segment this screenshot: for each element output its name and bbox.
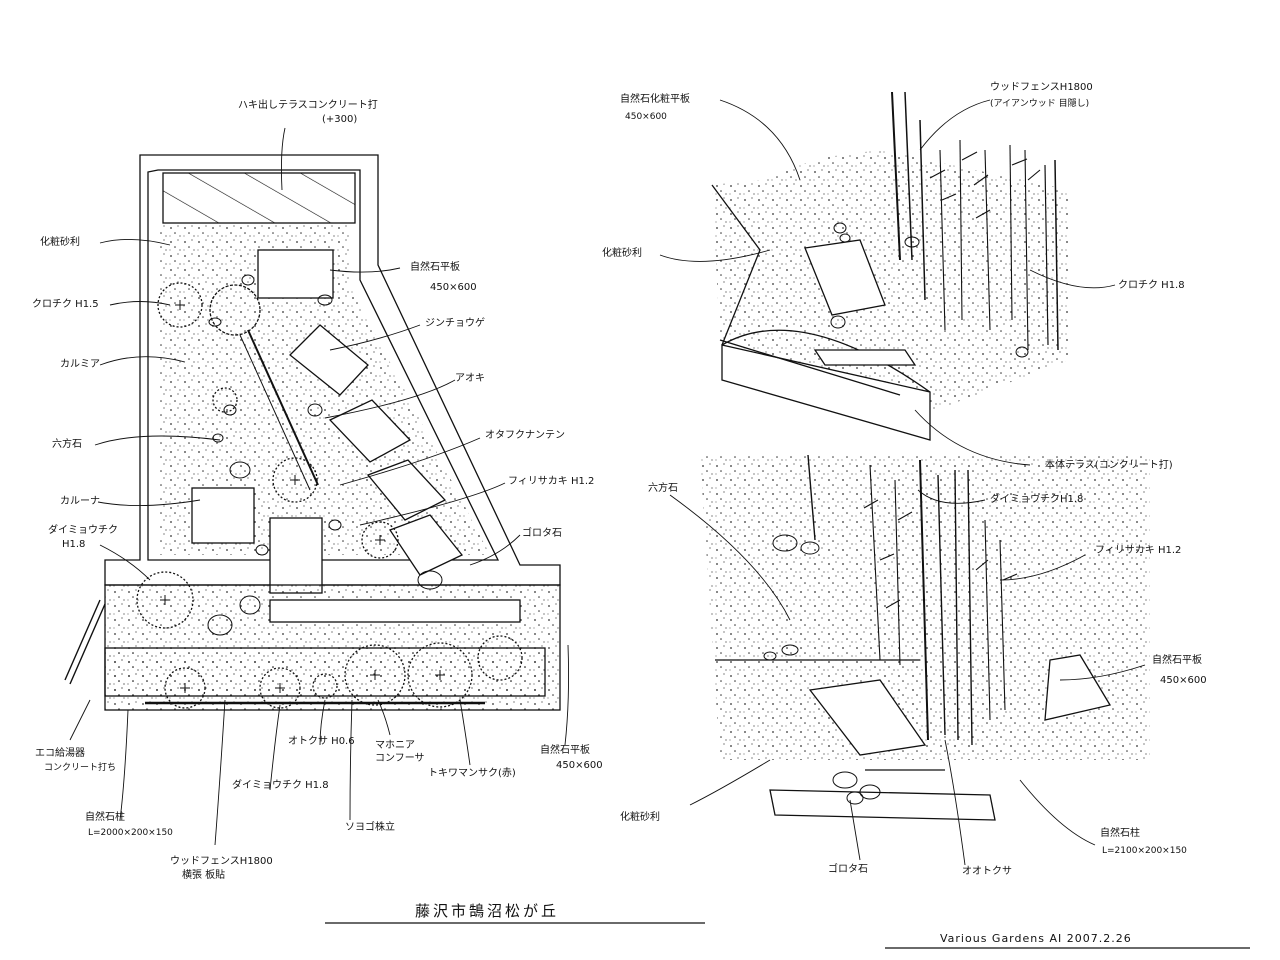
plan-pebbles	[207, 274, 443, 636]
bottom-label-stone-pillar: 自然石柱	[1100, 828, 1140, 839]
plan-label-tokiwamansaku: トキワマンサク(赤)	[428, 768, 516, 779]
plan-label-mahonia: マホニア	[375, 740, 415, 751]
plan-label-stone-pillar: 自然石柱	[85, 812, 125, 823]
plan-slab-2	[289, 324, 369, 396]
plan-plant-7	[272, 457, 318, 503]
plan-path-strip	[269, 599, 521, 623]
bottom-iso-bamboo	[863, 464, 1018, 721]
plan-label-otafukunanten: オタフクナンテン	[485, 430, 565, 441]
plan-label-sayogo: ソヨゴ株立	[345, 822, 395, 833]
plan-view	[64, 154, 561, 711]
top-iso-view	[711, 91, 1070, 441]
bottom-iso-slab-right	[1044, 654, 1112, 721]
plan-label-daimyochiku: ダイミョウチク	[48, 525, 118, 536]
plan-plant-daimyochiku	[136, 571, 194, 629]
bottom-iso-slab-center	[808, 679, 927, 756]
plan-label-eco-heater-sub: コンクリート打ち	[44, 763, 117, 773]
top-iso-pebbles	[830, 222, 1029, 358]
top-label-gravel: 化粧砂利	[602, 248, 642, 259]
top-label-terrace: 本体テラス(コンクリート打)	[1045, 460, 1173, 471]
plan-label-eco-heater: エコ給湯器	[35, 748, 85, 759]
plan-label-firisakaki: フィリサカキ H1.2	[508, 476, 595, 487]
plan-label-stone-slab-right: 自然石平板	[540, 745, 590, 756]
plan-label-aoki: アオキ	[455, 373, 485, 384]
plan-label-kurochiku: クロチク H1.5	[32, 299, 99, 310]
bottom-label-firisakaki: フィリサカキ H1.2	[1095, 545, 1182, 556]
plan-label-stone-pillar-size: L=2000×200×150	[88, 828, 173, 838]
plan-slab-4	[366, 459, 447, 521]
plan-plant-9	[212, 387, 238, 413]
plan-plant-kalmia	[209, 284, 261, 336]
bottom-label-daimyochiku: ダイミョウチクH1.8	[990, 494, 1084, 505]
bottom-label-rokuhoseki: 六方石	[648, 483, 678, 494]
plan-plant-6	[477, 635, 523, 681]
bottom-label-stone-pillar-size: L=2100×200×150	[1102, 846, 1187, 856]
plan-plant-4	[344, 644, 406, 706]
plan-plant-2	[259, 667, 301, 709]
plan-inner-wall	[147, 169, 500, 561]
top-iso-slab-1	[804, 239, 886, 316]
plan-label-daimyochiku-2: ダイミョウチク H1.8	[232, 780, 329, 791]
plan-gravel-strip	[104, 647, 546, 697]
plan-leader-lines	[69, 127, 570, 846]
plan-label-karuna: カルーナ	[60, 496, 100, 507]
plan-slab-3	[328, 399, 412, 463]
bottom-label-ootokusa: オオトクサ	[962, 866, 1012, 877]
plan-outer-wall	[104, 154, 561, 586]
plan-label-terrace-height: (+300)	[322, 114, 358, 125]
top-label-wood-fence: ウッドフェンスH1800	[990, 82, 1093, 93]
top-label-stone-slab-size: 450×600	[625, 112, 667, 122]
top-iso-terrace	[721, 344, 931, 441]
plan-label-mahonia-sub: コンフーサ	[375, 753, 425, 764]
bottom-iso-pebbles	[763, 534, 881, 805]
plan-label-rokuhoseki: 六方石	[52, 439, 82, 450]
plan-label-kalmia: カルミア	[60, 359, 100, 370]
sheet-title: 藤沢市鵠沼松が丘	[415, 902, 560, 920]
top-iso-bamboo	[929, 139, 1041, 351]
bottom-label-gravel: 化粧砂利	[620, 812, 660, 823]
plan-plant-5	[407, 642, 473, 708]
bottom-label-stone-slab-size: 450×600	[1160, 675, 1207, 686]
plan-label-otokusa: オトクサ H0.6	[288, 736, 355, 747]
plan-plant-markers	[160, 300, 445, 693]
plan-label-wood-fence: ウッドフェンスH1800	[170, 856, 273, 867]
bottom-label-stone-slab: 自然石平板	[1152, 655, 1202, 666]
bottom-label-gorota: ゴロタ石	[828, 864, 868, 875]
bottom-iso-leader-lines	[669, 489, 1146, 866]
plan-label-gorota: ゴロタ石	[522, 528, 562, 539]
plan-plant-kurochiku	[157, 282, 203, 328]
plan-slab-1	[257, 249, 334, 299]
plan-slab-5	[389, 514, 464, 576]
plan-plant-8	[361, 521, 399, 559]
plan-label-daimyochiku-h: H1.8	[62, 539, 86, 550]
plan-plant-3	[312, 673, 338, 699]
plan-slab-6	[191, 487, 255, 544]
plan-label-terrace: ハキ出しテラスコンクリート打	[238, 100, 378, 111]
plan-label-stone-slab-size: 450×600	[430, 282, 477, 293]
top-label-stone-slab: 自然石化粧平板	[620, 94, 690, 105]
sheet-signature: Various Gardens AI 2007.2.26	[940, 932, 1132, 945]
top-label-wood-fence-sub: (アイアンウッド 目隠し)	[990, 99, 1090, 109]
bottom-iso-view	[700, 454, 1150, 821]
plan-label-stone-slab: 自然石平板	[410, 262, 460, 273]
top-iso-slab-2	[813, 349, 917, 366]
plan-label-jinchouge: ジンチョウゲ	[425, 318, 485, 329]
plan-label-wood-fence-sub: 横張 板貼	[182, 870, 226, 881]
plan-slab-7	[269, 517, 323, 594]
plan-label-stone-slab-right-size: 450×600	[556, 760, 603, 771]
plan-label-gravel: 化粧砂利	[40, 237, 80, 248]
plan-plant-1	[164, 667, 206, 709]
top-label-kurochiku: クロチク H1.8	[1118, 280, 1185, 291]
plan-terrace-hatch	[162, 172, 356, 224]
